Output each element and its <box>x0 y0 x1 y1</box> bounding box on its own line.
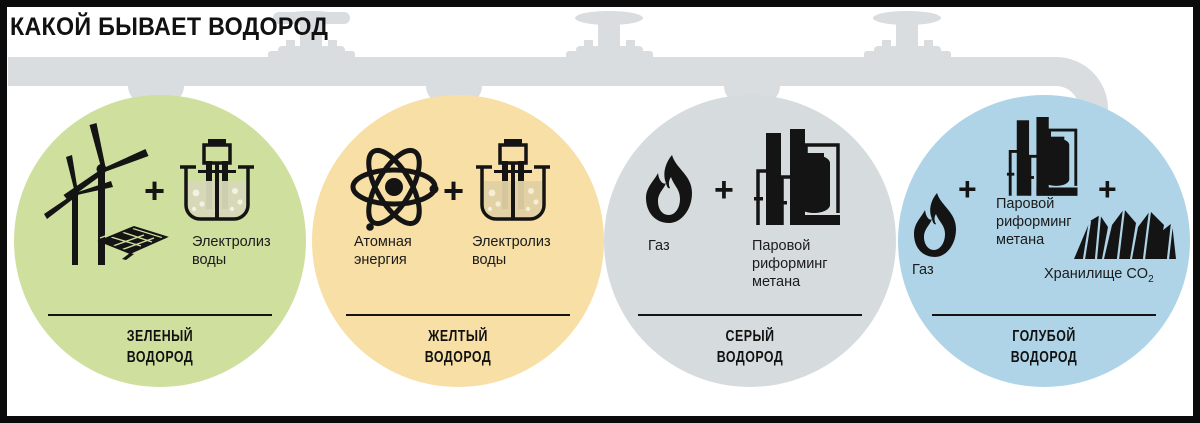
card-green-hydrogen[interactable]: + <box>14 95 306 387</box>
flame-icon <box>642 155 700 225</box>
plus-sign: + <box>714 171 734 209</box>
card-title-green: ЗЕЛЕНЫЙ ВОДОРОД <box>43 326 277 368</box>
card-title-blue: ГОЛУБОЙ ВОДОРОД <box>927 326 1161 368</box>
card-title-line2: ВОДОРОД <box>1010 349 1078 366</box>
card-grey-hydrogen[interactable]: Газ + <box>604 95 896 387</box>
co2-storage-caption-main: Хранилище CO <box>1044 266 1149 282</box>
card-title-line2: ВОДОРОД <box>424 349 492 366</box>
card-yellow-hydrogen[interactable]: Атомная энергия + <box>312 95 604 387</box>
card-title-yellow: ЖЕЛТЫЙ ВОДОРОД <box>341 326 575 368</box>
co2-storage-rocks-icon <box>1072 205 1178 261</box>
atom-icon <box>348 143 444 235</box>
card-divider <box>638 314 862 316</box>
card-divider <box>932 314 1156 316</box>
left-border-rule <box>0 0 7 423</box>
card-title-line2: ВОДОРОД <box>716 349 784 366</box>
card-title-line1: ГОЛУБОЙ <box>1012 328 1076 345</box>
refinery-plant-icon <box>752 129 844 229</box>
card-divider <box>48 314 272 316</box>
card-title-line2: ВОДОРОД <box>126 349 194 366</box>
right-border-rule <box>1193 0 1200 423</box>
card-blue-hydrogen[interactable]: Газ + <box>898 95 1190 387</box>
input-caption: Газ <box>648 238 670 254</box>
flame-icon <box>910 193 962 259</box>
input-caption: Газ <box>912 262 934 278</box>
page-title: КАКОЙ БЫВАЕТ ВОДОРОД <box>10 13 329 41</box>
plus-sign: + <box>958 171 977 207</box>
wind-turbine-solar-panel-icon <box>40 123 170 265</box>
top-border-rule <box>0 0 1200 7</box>
card-divider <box>346 314 570 316</box>
card-title-line1: СЕРЫЙ <box>725 328 775 345</box>
co2-storage-caption: Хранилище CO2 <box>1044 265 1154 289</box>
co2-subscript: 2 <box>1148 273 1154 285</box>
card-title-line1: ЗЕЛЕНЫЙ <box>126 328 194 345</box>
plus-sign: + <box>443 170 465 211</box>
input-caption: Электролиз воды <box>192 234 271 268</box>
card-title-line1: ЖЕЛТЫЙ <box>428 328 488 345</box>
electrolysis-beaker-icon <box>472 137 554 229</box>
plus-sign: + <box>144 170 166 211</box>
input-caption: Электролиз воды <box>472 234 551 268</box>
input-caption: Паровой риформинг метана <box>752 238 828 290</box>
bottom-border-rule <box>0 416 1200 423</box>
input-caption: Паровой риформинг метана <box>996 196 1072 248</box>
card-title-grey: СЕРЫЙ ВОДОРОД <box>633 326 867 368</box>
input-caption: Атомная энергия <box>354 234 412 268</box>
refinery-plant-icon <box>997 117 1089 199</box>
electrolysis-beaker-icon <box>176 137 258 229</box>
plus-sign: + <box>1098 171 1117 207</box>
